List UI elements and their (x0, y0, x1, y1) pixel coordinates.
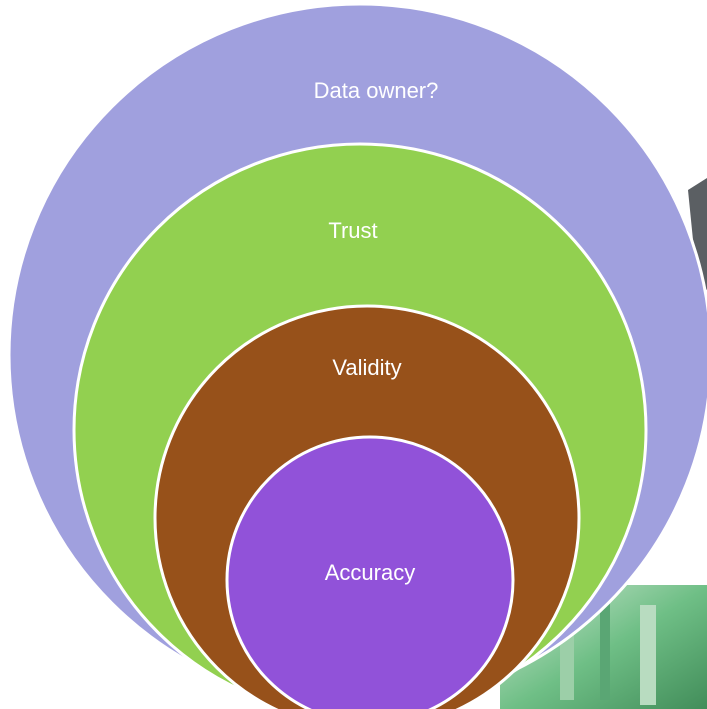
ring-label-validity: Validity (332, 355, 401, 380)
ring-accuracy: Accuracy (225, 435, 515, 709)
ring-label-data-owner: Data owner? (314, 78, 439, 103)
ring-label-accuracy: Accuracy (325, 560, 415, 585)
ring-label-trust: Trust (328, 218, 377, 243)
